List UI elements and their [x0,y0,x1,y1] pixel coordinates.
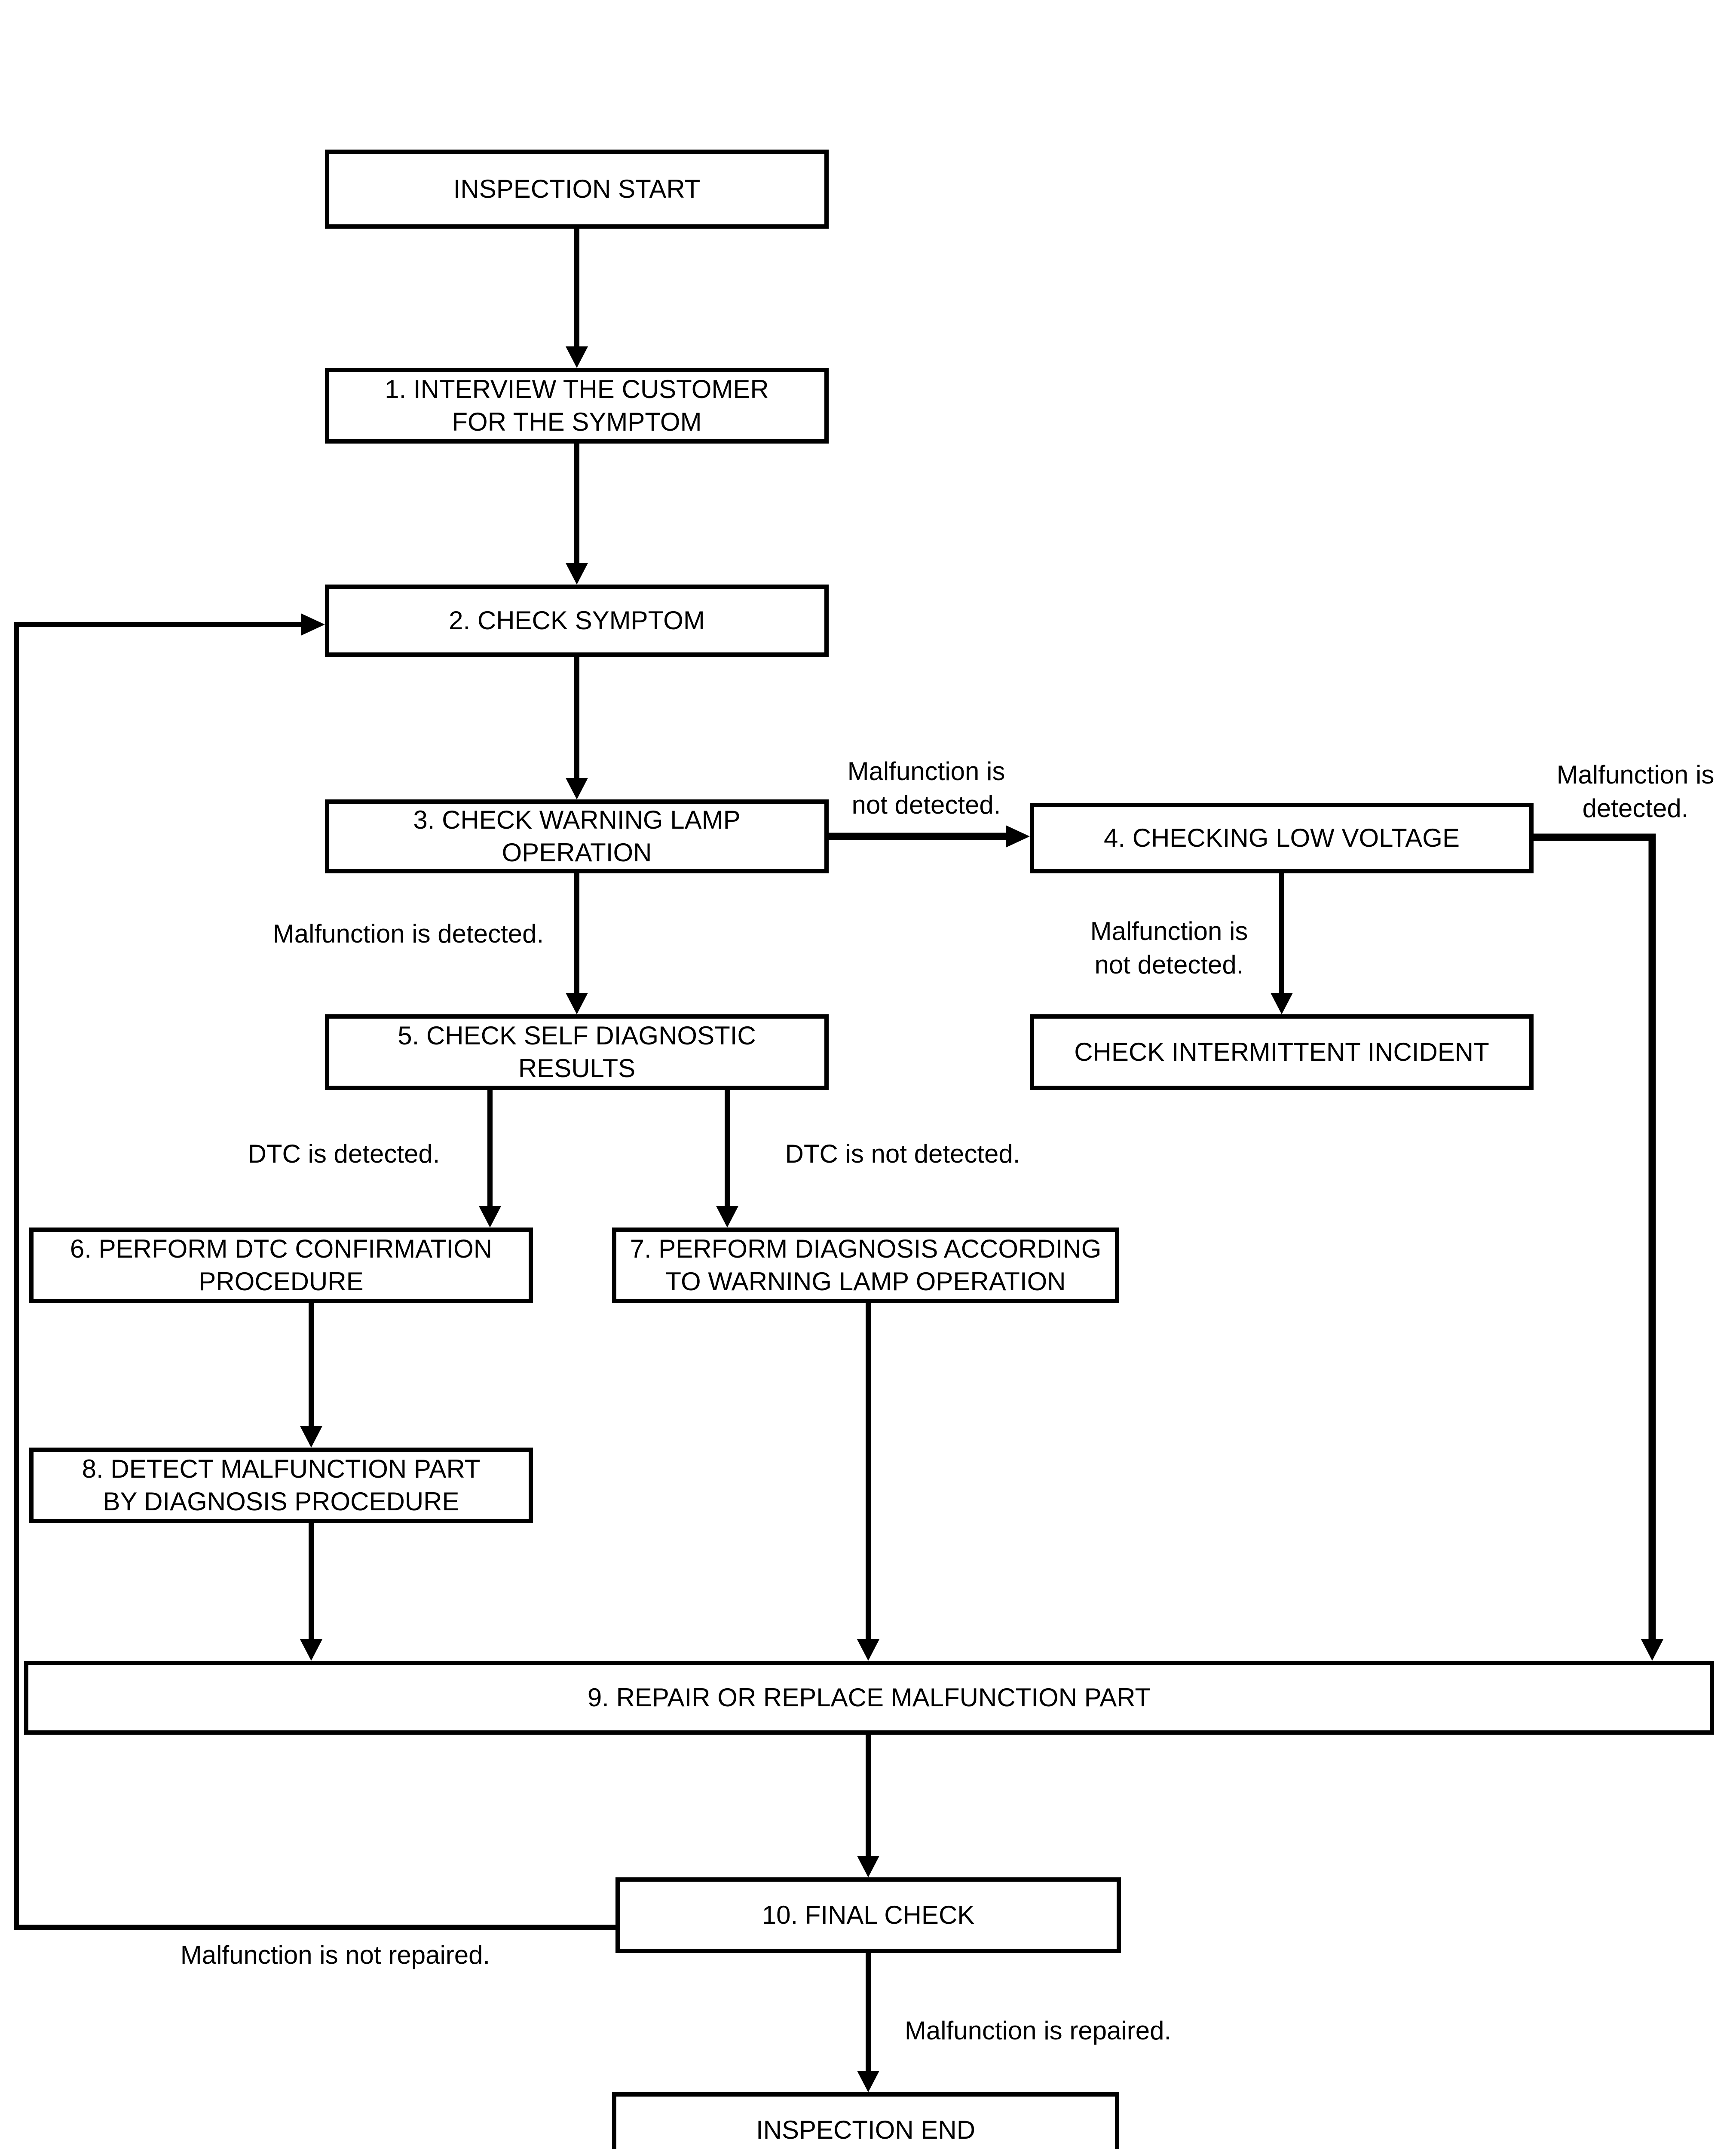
edge-label-malfunction-repaired: Malfunction is repaired. [904,2016,1172,2045]
arrowhead-down-icon [300,1639,322,1661]
arrowhead-down-icon [566,563,588,585]
edge-label-step4-malfunction-detected: Malfunction is detected. [1556,760,1715,823]
node-step2-check-symptom: 2. CHECK SYMPTOM [325,585,829,657]
edge-label-step3-malfunction-not-detected: Malfunction is not detected. [847,757,1005,819]
node-step6-dtc-confirmation: 6. PERFORM DTC CONFIRMATION PROCEDURE [29,1228,533,1303]
node-label: INSPECTION START [453,174,701,203]
arrowhead-down-icon [566,778,588,799]
node-inspection-start: INSPECTION START [325,150,829,229]
arrowhead-down-icon [716,1206,738,1228]
node-step1-interview-customer: 1. INTERVIEW THE CUSTOMER FOR THE SYMPTO… [325,368,829,444]
node-label: 8. DETECT MALFUNCTION PART BY DIAGNOSIS … [82,1454,481,1516]
node-step10-final-check: 10. FINAL CHECK [615,1877,1121,1953]
node-step5-check-self-diagnostic: 5. CHECK SELF DIAGNOSTIC RESULTS [325,1014,829,1090]
edge-label-step3-malfunction-detected: Malfunction is detected. [272,919,544,948]
node-label: 2. CHECK SYMPTOM [449,606,705,635]
node-label: INSPECTION END [756,2115,976,2144]
edge-label-malfunction-not-repaired: Malfunction is not repaired. [180,1941,490,1969]
node-step4-checking-low-voltage: 4. CHECKING LOW VOLTAGE [1030,803,1534,873]
node-step7-diagnosis-warning-lamp: 7. PERFORM DIAGNOSIS ACCORDING TO WARNIN… [612,1228,1119,1303]
arrowhead-down-icon [566,993,588,1014]
edge-step10-step2-feedback [14,622,615,1930]
node-step9-repair-replace-part: 9. REPAIR OR REPLACE MALFUNCTION PART [24,1661,1714,1735]
node-step3-check-warning-lamp: 3. CHECK WARNING LAMP OPERATION [325,799,829,873]
arrowhead-down-icon [1641,1639,1663,1661]
node-label: 1. INTERVIEW THE CUSTOMER FOR THE SYMPTO… [385,375,769,436]
node-label: 10. FINAL CHECK [762,1901,975,1929]
node-step8-detect-malfunction-part: 8. DETECT MALFUNCTION PART BY DIAGNOSIS … [29,1448,533,1523]
node-label: 6. PERFORM DTC CONFIRMATION PROCEDURE [70,1234,493,1296]
arrowhead-down-icon [857,2071,879,2092]
node-label: 9. REPAIR OR REPLACE MALFUNCTION PART [587,1683,1151,1712]
node-label: 4. CHECKING LOW VOLTAGE [1104,823,1460,852]
arrowhead-right-icon [1006,825,1030,848]
edge-step4-step9 [1534,833,1656,1639]
arrowhead-right-icon [301,613,325,636]
edge-label-step4-malfunction-not-detected: Malfunction is not detected. [1090,917,1248,979]
edge-label-dtc-detected: DTC is detected. [248,1139,440,1168]
arrowhead-down-icon [1271,993,1293,1014]
arrowhead-down-icon [857,1856,879,1877]
node-label: CHECK INTERMITTENT INCIDENT [1074,1038,1489,1066]
node-check-intermittent-incident: CHECK INTERMITTENT INCIDENT [1030,1014,1534,1090]
edge-label-dtc-not-detected: DTC is not detected. [785,1139,1020,1168]
node-inspection-end: INSPECTION END [612,2092,1119,2149]
node-label: 3. CHECK WARNING LAMP OPERATION [413,805,741,867]
arrowhead-down-icon [566,346,588,368]
arrowhead-down-icon [300,1426,322,1448]
arrowhead-down-icon [479,1206,501,1228]
node-label: 5. CHECK SELF DIAGNOSTIC RESULTS [398,1021,756,1083]
node-label: 7. PERFORM DIAGNOSIS ACCORDING TO WARNIN… [630,1234,1102,1296]
arrowhead-down-icon [857,1639,879,1661]
